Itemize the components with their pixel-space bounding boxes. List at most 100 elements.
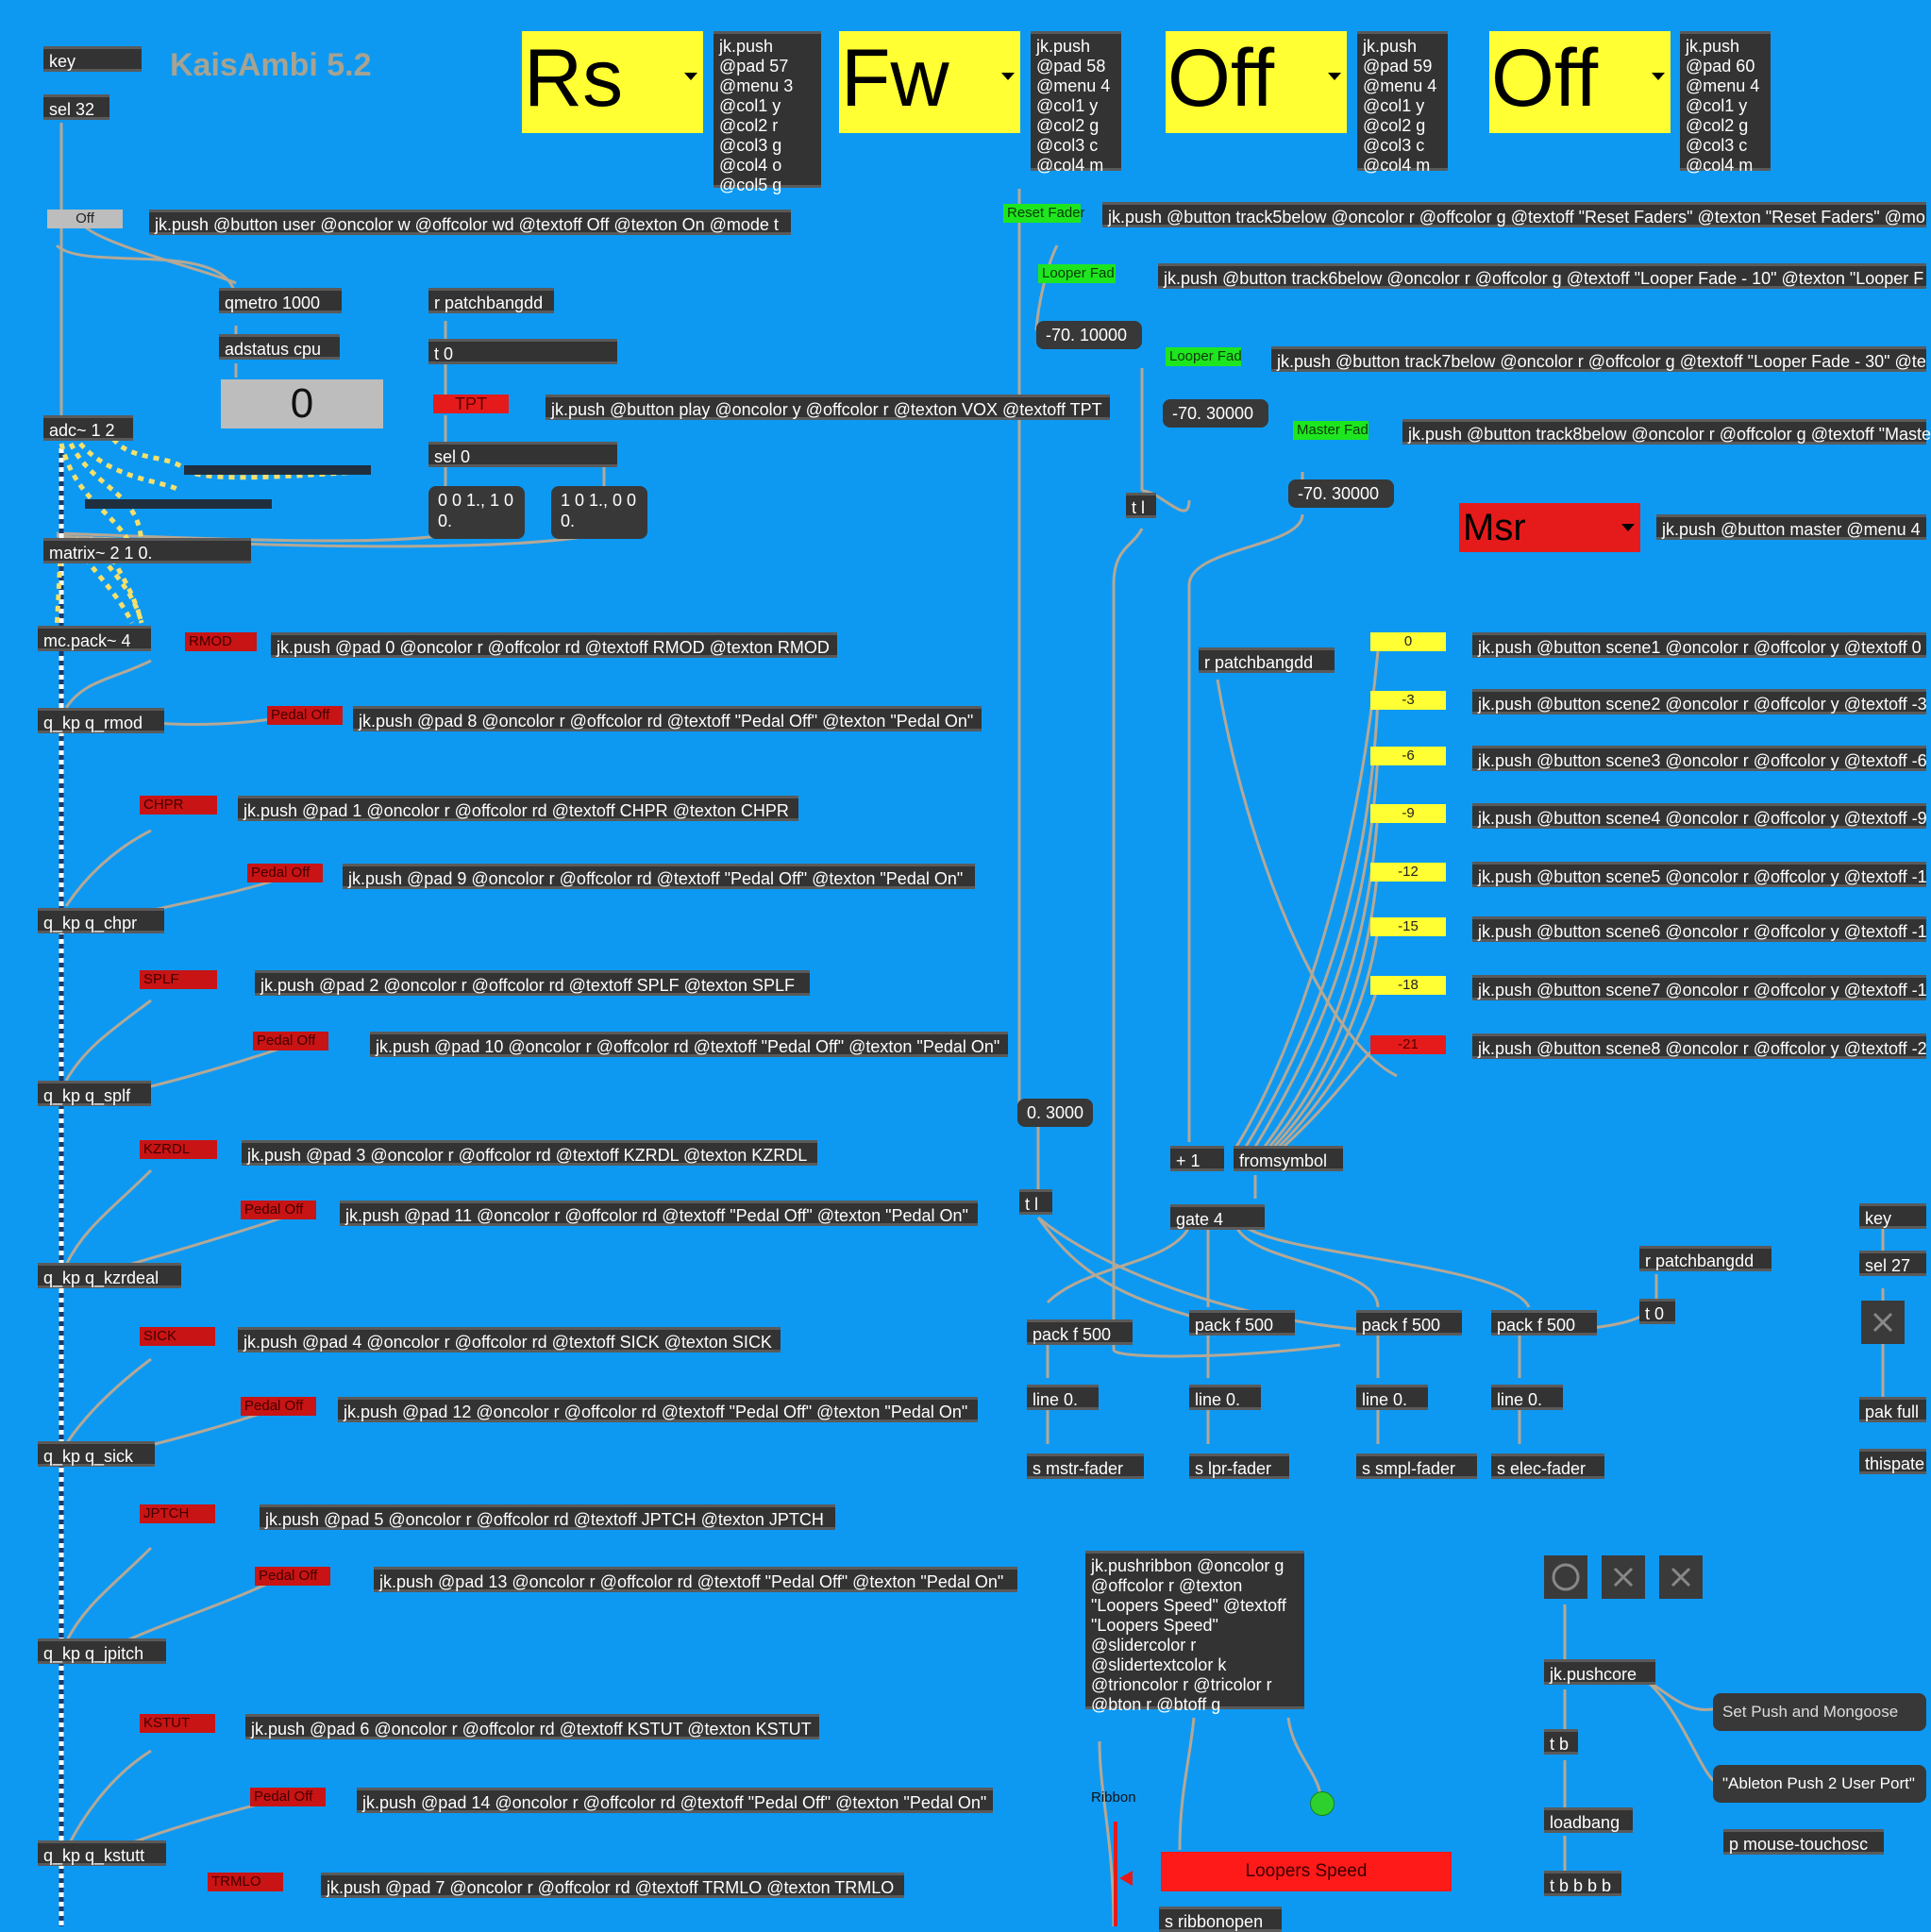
user-push-object[interactable]: jk.push @button user @oncolor w @offcolo… xyxy=(149,210,791,235)
pedal-push-kzrdl[interactable]: jk.push @pad 11 @oncolor r @offcolor rd … xyxy=(340,1201,978,1226)
trigger-bang-4[interactable]: t b b b b xyxy=(1544,1871,1621,1896)
plus-one-object[interactable]: + 1 xyxy=(1170,1146,1224,1171)
menu-off-1[interactable]: Off xyxy=(1166,31,1347,133)
trigger-bang[interactable]: t b xyxy=(1544,1729,1578,1755)
pedal-push-rmod[interactable]: jk.push @pad 8 @oncolor r @offcolor rd @… xyxy=(353,706,982,731)
scene-push-7[interactable]: jk.push @button scene7 @oncolor r @offco… xyxy=(1472,975,1927,1000)
master-fade-label[interactable]: Master Fad xyxy=(1293,421,1368,440)
effect-label-chpr[interactable]: CHPR xyxy=(140,796,217,815)
effect-push-trmlo[interactable]: jk.push @pad 7 @oncolor r @offcolor rd @… xyxy=(321,1873,904,1898)
pedal-label-kzrdl[interactable]: Pedal Off xyxy=(241,1201,316,1219)
pack-sampler[interactable]: pack f 500 xyxy=(1356,1310,1462,1336)
matrix-object[interactable]: matrix~ 2 1 0. xyxy=(43,538,251,563)
reset-push-object[interactable]: jk.push @button track5below @oncolor r @… xyxy=(1102,202,1926,227)
circle-icon[interactable] xyxy=(1544,1555,1587,1599)
ableton-port-message[interactable]: "Ableton Push 2 User Port" xyxy=(1713,1765,1926,1803)
menu-fw[interactable]: Fw xyxy=(839,31,1020,133)
pedal-label-sick[interactable]: Pedal Off xyxy=(241,1397,316,1416)
scene-push-4[interactable]: jk.push @button scene4 @oncolor r @offco… xyxy=(1472,803,1927,829)
effect-label-rmod[interactable]: RMOD xyxy=(185,632,257,651)
master-menu-push[interactable]: jk.push @button master @menu 4 xyxy=(1656,514,1926,540)
pushcore-object[interactable]: jk.pushcore xyxy=(1544,1659,1655,1685)
line-sampler[interactable]: line 0. xyxy=(1356,1385,1428,1410)
patchbang-receive-2[interactable]: r patchbangdd xyxy=(1199,647,1335,673)
module-kstut[interactable]: q_kp q_kstutt xyxy=(38,1840,166,1866)
pack-master[interactable]: pack f 500 xyxy=(1027,1319,1133,1345)
reset-fader-label[interactable]: Reset Fader xyxy=(1003,204,1085,223)
mouse-touchosc-subpatch[interactable]: p mouse-touchosc xyxy=(1723,1829,1884,1855)
pedal-label-kstut[interactable]: Pedal Off xyxy=(250,1788,326,1806)
effect-push-sick[interactable]: jk.push @pad 4 @oncolor r @offcolor rd @… xyxy=(238,1327,781,1352)
effect-push-splf[interactable]: jk.push @pad 2 @oncolor r @offcolor rd @… xyxy=(255,970,810,996)
scene-push-5[interactable]: jk.push @button scene5 @oncolor r @offco… xyxy=(1472,862,1927,887)
pedal-label-splf[interactable]: Pedal Off xyxy=(253,1032,328,1050)
looper-fade-30-push[interactable]: jk.push @button track7below @oncolor r @… xyxy=(1271,346,1926,372)
thispatcher-object[interactable]: thispate xyxy=(1859,1449,1926,1474)
effect-label-splf[interactable]: SPLF xyxy=(140,970,217,989)
sel-32-object[interactable]: sel 32 xyxy=(43,94,109,120)
scene-value-3[interactable]: -3 xyxy=(1370,691,1446,710)
trigger-list-2[interactable]: t l xyxy=(1019,1189,1052,1215)
menu-msr[interactable]: Msr xyxy=(1459,503,1640,552)
module-rmod[interactable]: q_kp q_rmod xyxy=(38,708,164,733)
pad58-push-object[interactable]: jk.push @pad 58 @menu 4 @col1 y @col2 g … xyxy=(1031,31,1121,175)
line-electronics[interactable]: line 0. xyxy=(1491,1385,1563,1410)
sel-0-object[interactable]: sel 0 xyxy=(428,442,617,467)
trigger-zero-2[interactable]: t 0 xyxy=(1639,1299,1675,1324)
scene-value-6[interactable]: -6 xyxy=(1370,747,1446,765)
close-icon[interactable] xyxy=(1861,1301,1905,1344)
pack-electronics[interactable]: pack f 500 xyxy=(1491,1310,1597,1336)
scene-value-18[interactable]: -18 xyxy=(1370,976,1446,995)
effect-label-jptch[interactable]: JPTCH xyxy=(140,1504,215,1523)
user-toggle-label[interactable]: Off xyxy=(47,210,123,228)
send-master-fader[interactable]: s mstr-fader xyxy=(1027,1453,1144,1479)
effect-push-kzrdl[interactable]: jk.push @pad 3 @oncolor r @offcolor rd @… xyxy=(242,1140,817,1166)
key-object-2[interactable]: key xyxy=(1859,1203,1926,1229)
trigger-zero[interactable]: t 0 xyxy=(428,339,617,364)
fade-message-30000-a[interactable]: -70. 30000 xyxy=(1163,399,1268,428)
play-push-object[interactable]: jk.push @button play @oncolor y @offcolo… xyxy=(546,395,1110,420)
scene-push-3[interactable]: jk.push @button scene3 @oncolor r @offco… xyxy=(1472,746,1927,771)
effect-label-kzrdl[interactable]: KZRDL xyxy=(140,1140,217,1159)
fade-message-3000[interactable]: 0. 3000 xyxy=(1017,1099,1093,1127)
pedal-push-kstut[interactable]: jk.push @pad 14 @oncolor r @offcolor rd … xyxy=(357,1788,993,1813)
looper-fade-10-push[interactable]: jk.push @button track6below @oncolor r @… xyxy=(1158,263,1926,289)
key-object[interactable]: key xyxy=(43,46,142,72)
scene-push-1[interactable]: jk.push @button scene1 @oncolor r @offco… xyxy=(1472,632,1926,658)
matrix-message-b[interactable]: 1 0 1., 0 0 0. xyxy=(551,486,647,539)
fade-message-10000[interactable]: -70. 10000 xyxy=(1036,321,1142,349)
effect-push-kstut[interactable]: jk.push @pad 6 @oncolor r @offcolor rd @… xyxy=(245,1714,819,1739)
pack-looper[interactable]: pack f 500 xyxy=(1189,1310,1295,1336)
module-sick[interactable]: q_kp q_sick xyxy=(38,1441,155,1467)
fade-message-30000-b[interactable]: -70. 30000 xyxy=(1288,479,1394,508)
patchbang-receive[interactable]: r patchbangdd xyxy=(428,288,554,313)
line-master[interactable]: line 0. xyxy=(1027,1385,1099,1410)
pedal-push-jptch[interactable]: jk.push @pad 13 @oncolor r @offcolor rd … xyxy=(374,1567,1017,1592)
send-electronics-fader[interactable]: s elec-fader xyxy=(1491,1453,1604,1479)
patchbang-receive-3[interactable]: r patchbangdd xyxy=(1639,1246,1771,1271)
looper-fade-10-label[interactable]: Looper Fad xyxy=(1038,264,1116,283)
gate-object[interactable]: gate 4 xyxy=(1170,1204,1265,1230)
qmetro-object[interactable]: qmetro 1000 xyxy=(219,288,342,313)
scene-value-9[interactable]: -9 xyxy=(1370,804,1446,823)
pedal-push-chpr[interactable]: jk.push @pad 9 @oncolor r @offcolor rd @… xyxy=(343,864,975,889)
scene-push-2[interactable]: jk.push @button scene2 @oncolor r @offco… xyxy=(1472,689,1927,714)
effect-push-jptch[interactable]: jk.push @pad 5 @oncolor r @offcolor rd @… xyxy=(260,1504,835,1530)
scene-push-8[interactable]: jk.push @button scene8 @oncolor r @offco… xyxy=(1472,1033,1927,1059)
pedal-push-splf[interactable]: jk.push @pad 10 @oncolor r @offcolor rd … xyxy=(370,1032,1008,1057)
effect-push-rmod[interactable]: jk.push @pad 0 @oncolor r @offcolor rd @… xyxy=(271,632,837,658)
pedal-label-jptch[interactable]: Pedal Off xyxy=(255,1567,330,1586)
master-fade-push[interactable]: jk.push @button track8below @oncolor r @… xyxy=(1402,419,1931,445)
pad59-push-object[interactable]: jk.push @pad 59 @menu 4 @col1 y @col2 g … xyxy=(1357,31,1448,175)
adstatus-object[interactable]: adstatus cpu xyxy=(219,334,340,360)
module-chpr[interactable]: q_kp q_chpr xyxy=(38,908,164,933)
ribbon-push-object[interactable]: jk.pushribbon @oncolor g @offcolor r @te… xyxy=(1085,1551,1304,1714)
effect-label-trmlo[interactable]: TRMLO xyxy=(208,1873,283,1891)
scene-value-12[interactable]: -12 xyxy=(1370,863,1446,882)
menu-rs[interactable]: Rs xyxy=(522,31,703,133)
effect-label-kstut[interactable]: KSTUT xyxy=(140,1714,215,1733)
mc-pack-object[interactable]: mc.pack~ 4 xyxy=(38,626,151,651)
fromsymbol-object[interactable]: fromsymbol xyxy=(1234,1146,1343,1171)
pedal-push-sick[interactable]: jk.push @pad 12 @oncolor r @offcolor rd … xyxy=(338,1397,978,1422)
loopers-speed-slider[interactable]: Loopers Speed xyxy=(1161,1852,1452,1891)
